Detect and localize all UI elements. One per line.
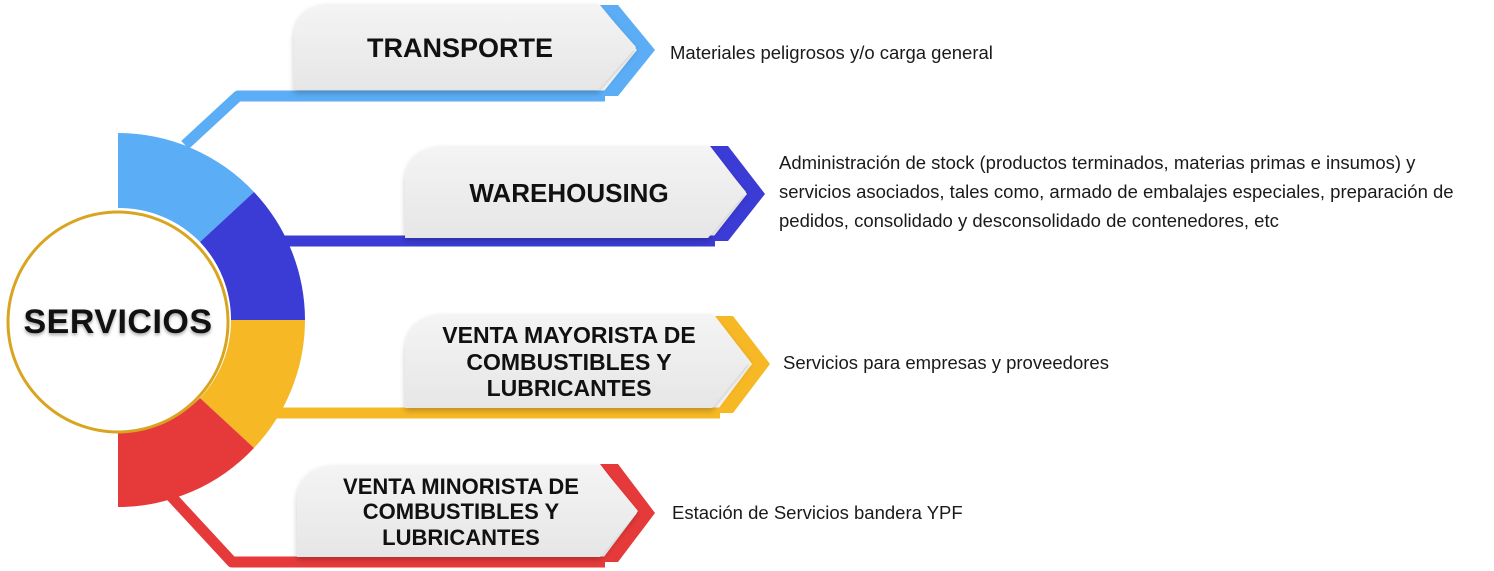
arc-segment-mayorista <box>200 320 305 448</box>
label-box-mayorista <box>405 314 750 408</box>
arrow-chevron-minorista <box>600 464 655 562</box>
center-label: SERVICIOS <box>23 302 213 341</box>
service-description-warehousing: Administración de stock (productos termi… <box>779 152 1454 231</box>
service-title-mayorista: VENTA MAYORISTA DE COMBUSTIBLES Y LUBRIC… <box>442 322 696 402</box>
arrow-chevron-transporte <box>600 5 655 96</box>
label-box-warehousing <box>405 146 746 238</box>
arrow-chevron-mayorista <box>715 316 770 413</box>
arc-segment-minorista <box>118 398 254 507</box>
center-circle <box>6 210 230 434</box>
arc-segment-warehousing <box>200 192 305 320</box>
connector-line-minorista <box>165 491 605 568</box>
service-description-minorista: Estación de Servicios bandera YPF <box>672 502 963 523</box>
arrow-chevron-warehousing <box>710 146 765 241</box>
service-title-transporte: TRANSPORTE <box>366 33 553 64</box>
service-description-mayorista: Servicios para empresas y proveedores <box>783 352 1109 373</box>
label-box-minorista <box>297 465 638 557</box>
service-title-minorista: VENTA MINORISTA DE COMBUSTIBLES Y LUBRIC… <box>343 474 579 550</box>
service-title-warehousing: WAREHOUSING <box>469 178 669 209</box>
label-box-transporte <box>294 4 636 90</box>
connector-line-transporte <box>181 90 605 150</box>
arc-segment-transporte <box>118 133 254 242</box>
service-description-transporte: Materiales peligrosos y/o carga general <box>670 42 993 63</box>
